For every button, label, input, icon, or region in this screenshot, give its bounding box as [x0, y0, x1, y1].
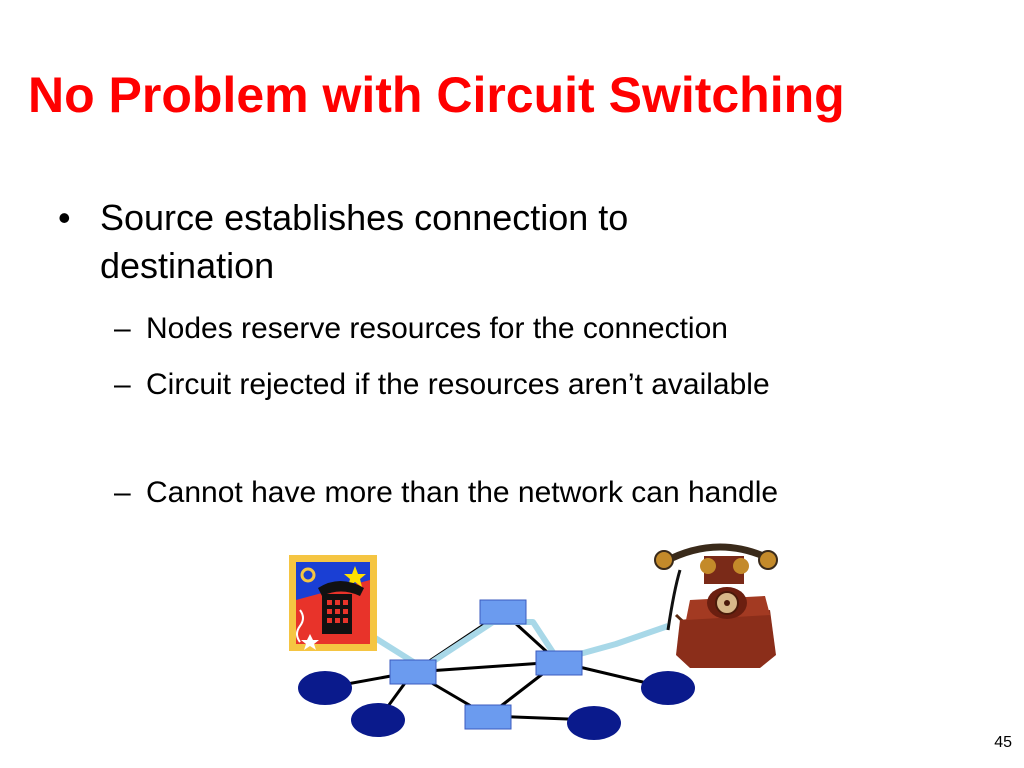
link — [412, 660, 559, 674]
slide-title: No Problem with Circuit Switching — [28, 67, 845, 123]
bullet-marker: • — [58, 197, 71, 238]
subbullet-marker: – — [114, 312, 131, 345]
host-node — [567, 706, 621, 740]
modern-phone-card-icon — [289, 555, 377, 651]
subbullet-text: Cannot have more than the network can ha… — [146, 476, 779, 509]
slide-number: 45 — [994, 734, 1012, 751]
bullet-text: Source establishes connection to destina… — [100, 197, 629, 286]
subbullet-marker: – — [114, 368, 131, 401]
host-node — [298, 671, 352, 705]
subbullet-text: Circuit rejected if the resources aren’t… — [146, 368, 770, 401]
switch-node — [535, 650, 583, 676]
antique-telephone-icon — [654, 543, 778, 668]
switch-node — [389, 659, 437, 685]
subbullet-text: Nodes reserve resources for the connecti… — [146, 312, 728, 345]
subbullet-marker: – — [114, 476, 131, 509]
switch-node — [464, 704, 512, 730]
switch-node — [479, 599, 527, 625]
host-node — [641, 671, 695, 705]
host-node — [351, 703, 405, 737]
